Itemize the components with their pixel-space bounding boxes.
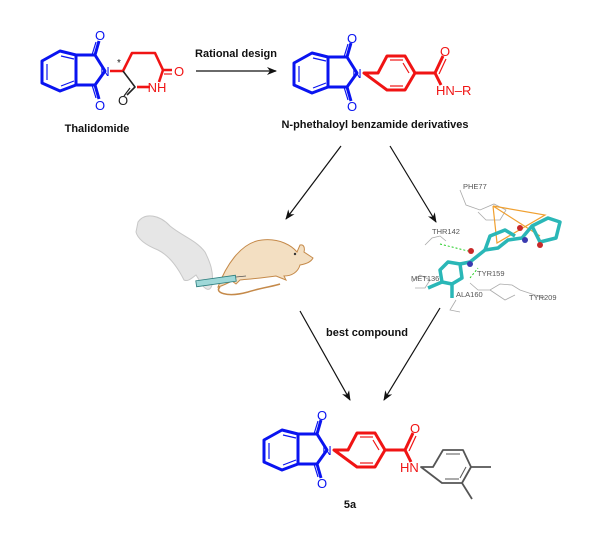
compound-5a-structure: O O N O HN 5a xyxy=(262,408,491,511)
rational-design-label: Rational design xyxy=(195,48,277,60)
residue-label: ALA160 xyxy=(456,290,483,299)
atom-o: O xyxy=(95,98,105,113)
best-compound-label: best compound xyxy=(326,327,408,339)
atom-o: O xyxy=(410,421,420,436)
amide-r-group: HN–R xyxy=(436,83,471,98)
compound-5a-label: 5a xyxy=(344,499,357,511)
stereocenter-mark: * xyxy=(117,58,121,69)
derivatives-structure: O O N O HN–R N-phethaloyl benzamide deri… xyxy=(281,31,471,131)
atom-o: O xyxy=(317,476,327,491)
atom-n: N xyxy=(352,66,361,81)
arrow-from-docking xyxy=(383,307,441,401)
docking-pose-image: PHE77 THR142 MET136 TYR159 ALA160 TYR209 xyxy=(411,182,562,313)
residue-label: THR142 xyxy=(432,227,460,236)
atom-o: O xyxy=(317,408,327,423)
atom-o: O xyxy=(95,28,105,43)
atom-o: O xyxy=(440,44,450,59)
derivatives-label: N-phethaloyl benzamide derivatives xyxy=(281,119,468,131)
atom-o: O xyxy=(118,93,128,108)
arrow-to-docking xyxy=(389,145,437,223)
residue-label: MET136 xyxy=(411,274,439,283)
residue-label: PHE77 xyxy=(463,182,487,191)
thalidomide-structure: O O N O NH O * Thalidomide xyxy=(40,28,184,135)
atom-o: O xyxy=(174,64,184,79)
atom-nh: NH xyxy=(148,80,167,95)
amide-nh: HN xyxy=(400,460,419,475)
residue-label: TYR159 xyxy=(477,269,505,278)
atom-o: O xyxy=(347,99,357,114)
arrow-to-in-vivo xyxy=(285,145,342,220)
thalidomide-label: Thalidomide xyxy=(65,123,130,135)
arrow-from-in-vivo xyxy=(299,310,351,401)
residue-label: TYR209 xyxy=(529,293,557,302)
atom-n: N xyxy=(322,443,331,458)
atom-o: O xyxy=(347,31,357,46)
hand-injecting-mouse-icon xyxy=(135,215,314,296)
atom-n: N xyxy=(100,64,109,79)
